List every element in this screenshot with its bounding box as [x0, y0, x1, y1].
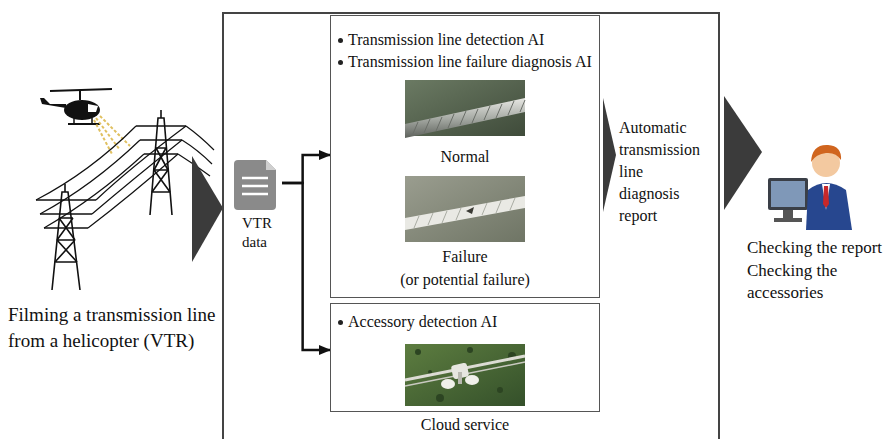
flow-arrow: [282, 183, 330, 350]
photo-caption: Failure: [331, 247, 599, 266]
helicopter-icon: [40, 89, 112, 124]
vtr-data-icon: VTR data: [232, 158, 282, 258]
power-lines: [36, 126, 214, 228]
task-label: Checking the accessories: [747, 260, 877, 304]
failure-diagnosis-box: Transmission line detection AI Transmissi…: [330, 15, 600, 298]
bullet-dot: [338, 320, 343, 325]
bullet-dot: [338, 38, 343, 43]
bullet-text: Transmission line failure diagnosis AI: [348, 52, 592, 71]
operator-icon: [768, 145, 852, 230]
bullet-dot: [338, 60, 343, 65]
task-label: Checking the report: [747, 238, 882, 258]
bullet-text: Accessory detection AI: [348, 312, 497, 331]
photo-caption: (or potential failure): [331, 270, 599, 289]
step-label: Filming a transmission line from a helic…: [8, 302, 223, 354]
flow-chevron: [724, 96, 762, 210]
failure-cable-photo: [405, 176, 525, 242]
caption-text: Cloud service: [330, 415, 600, 434]
document-icon: [234, 160, 276, 210]
bullet-text: Transmission line detection AI: [348, 30, 544, 49]
flow-chevron: [603, 98, 616, 212]
flow-chevron: [192, 156, 223, 262]
output-label: Automatic transmission line diagnosis re…: [619, 117, 705, 227]
transmission-tower: [136, 110, 186, 215]
accessory-detection-box: Accessory detection AI: [330, 303, 600, 412]
cloud-service-frame: Cloud service VTR data Transmission line d…: [222, 12, 720, 439]
photo-caption: Normal: [331, 147, 599, 166]
accessory-photo: [405, 344, 525, 406]
normal-cable-photo: [405, 80, 525, 138]
icon-label: VTR data: [242, 214, 282, 252]
flow-arrow: [282, 155, 330, 183]
